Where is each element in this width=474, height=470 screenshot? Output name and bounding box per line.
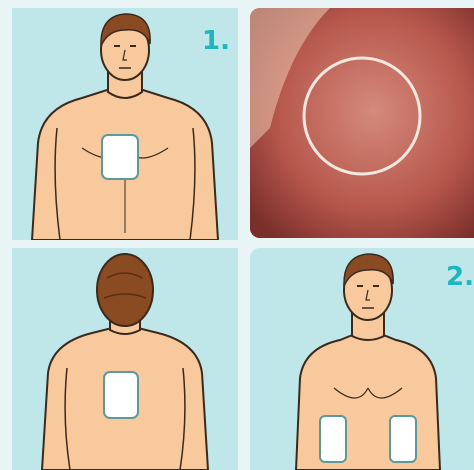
chest-pad	[102, 135, 138, 179]
back-torso-illustration	[12, 248, 238, 470]
left-side-pad	[320, 416, 346, 462]
panel-front-chest: 1.	[12, 8, 238, 240]
panel-skin-photo	[250, 8, 474, 238]
skin-photo	[250, 8, 474, 238]
step-number-2: 2.	[446, 262, 474, 292]
step-number-1: 1.	[202, 26, 230, 56]
right-side-pad	[390, 416, 416, 462]
side-pads-illustration	[250, 248, 474, 470]
panel-side-pads: 2.	[250, 248, 474, 470]
back-pad	[104, 372, 138, 418]
panel-back-pad	[12, 248, 238, 470]
